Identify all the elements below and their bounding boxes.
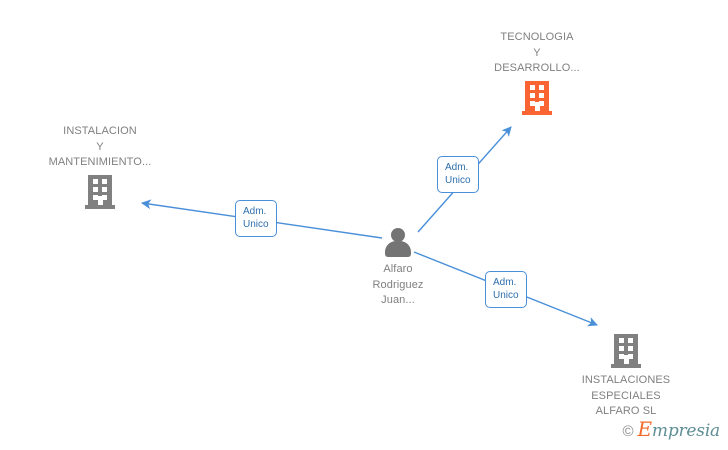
node-label-alfaro-rodriguez-juan: Alfaro Rodriguez Juan... <box>372 263 424 306</box>
edge-label-to-left[interactable]: Adm. Unico <box>235 200 277 237</box>
person-icon <box>382 228 414 257</box>
building-icon <box>522 80 552 115</box>
node-instalacion-y-mantenimiento[interactable]: INSTALACION Y MANTENIMIENTO... <box>20 124 180 209</box>
brand-wordmark: Empresia <box>638 417 721 441</box>
empresia-watermark: © Empresia <box>622 417 720 441</box>
node-label-instalacion-y-mantenimiento: INSTALACION Y MANTENIMIENTO... <box>48 125 152 168</box>
node-alfaro-rodriguez-juan[interactable]: Alfaro Rodriguez Juan... <box>318 228 478 309</box>
node-tecnologia-y-desarrollo[interactable]: TECNOLOGIA Y DESARROLLO... <box>457 30 617 115</box>
node-label-tecnologia-y-desarrollo: TECNOLOGIA Y DESARROLLO... <box>494 31 580 74</box>
node-instalaciones-especiales-alfaro-sl[interactable]: INSTALACIONES ESPECIALES ALFARO SL <box>546 334 706 420</box>
edge-label-to-top-right[interactable]: Adm. Unico <box>437 156 479 193</box>
building-icon <box>611 334 641 368</box>
node-label-instalaciones-especiales-alfaro-sl: INSTALACIONES ESPECIALES ALFARO SL <box>581 374 671 417</box>
copyright-icon: © <box>622 423 634 440</box>
edge-label-to-bottom-right[interactable]: Adm. Unico <box>485 271 527 308</box>
building-icon <box>85 174 115 209</box>
brand-rest: mpresia <box>651 421 720 441</box>
brand-initial: E <box>637 417 653 441</box>
